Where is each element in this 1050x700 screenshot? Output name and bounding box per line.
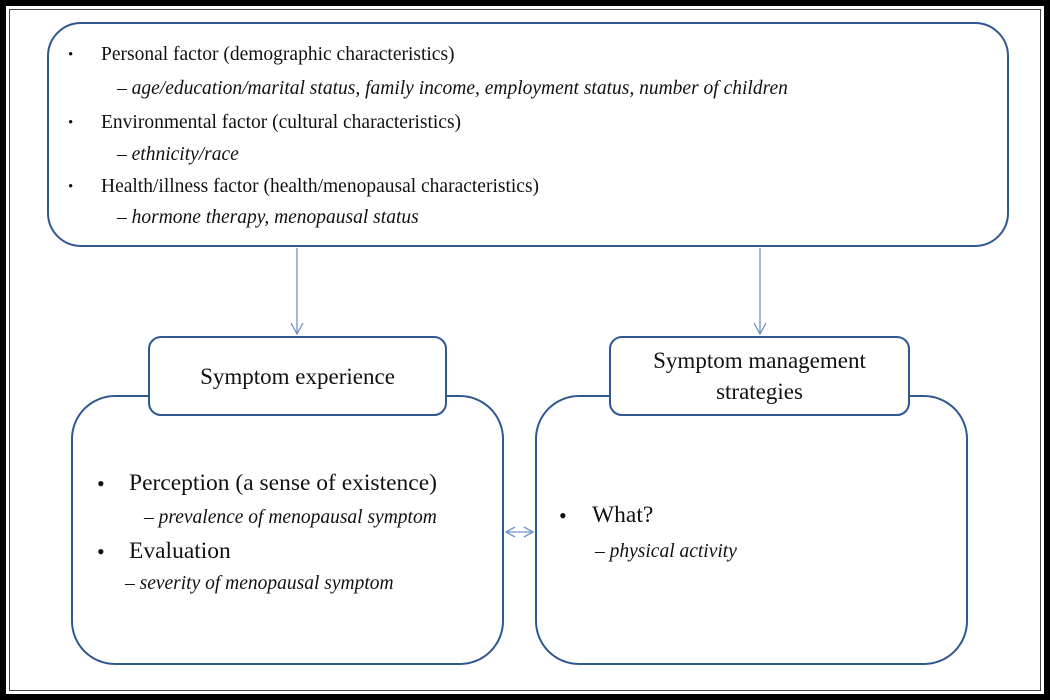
symptom-experience-header: Symptom experience — [148, 336, 447, 416]
bullet-icon: • — [68, 47, 74, 63]
symptom-management-box: • What? – physical activity — [535, 395, 968, 665]
symptom-experience-box: • Perception (a sense of existence) – pr… — [71, 395, 504, 665]
evaluation-label: Evaluation — [129, 538, 231, 564]
factor-personal-label: Personal factor (demographic characteris… — [101, 44, 455, 65]
bullet-icon: • — [68, 179, 74, 195]
symptom-management-title: Symptom management strategies — [653, 348, 866, 404]
symptom-management-title-wrap: Symptom management strategies — [611, 338, 908, 414]
frame-inner-border — [9, 9, 1041, 691]
factor-health-detail: – hormone therapy, menopausal status — [117, 207, 419, 228]
what-detail: – physical activity — [595, 541, 737, 562]
evaluation-detail: – severity of menopausal symptom — [125, 573, 394, 594]
factor-environmental-detail: – ethnicity/race — [117, 144, 239, 165]
bullet-icon: • — [559, 503, 567, 528]
factor-health-label: Health/illness factor (health/menopausal… — [101, 176, 540, 197]
factor-environmental-label: Environmental factor (cultural character… — [101, 112, 462, 133]
bullet-icon: • — [97, 539, 105, 564]
perception-label: Perception (a sense of existence) — [129, 470, 437, 496]
symptom-management-header: Symptom management strategies — [609, 336, 910, 416]
symptom-experience-title: Symptom experience — [200, 363, 395, 389]
bullet-icon: • — [68, 115, 74, 131]
perception-detail: – prevalence of menopausal symptom — [144, 507, 437, 528]
factors-box: • Personal factor (demographic character… — [47, 22, 1009, 247]
factor-personal-detail: – age/education/marital status, family i… — [117, 78, 788, 99]
bullet-icon: • — [97, 471, 105, 496]
what-label: What? — [592, 502, 654, 528]
